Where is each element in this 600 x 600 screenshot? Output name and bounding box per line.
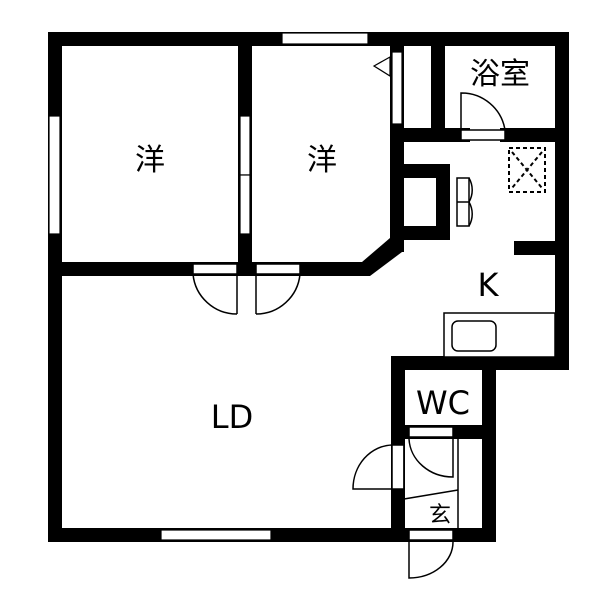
sink-icon [451, 320, 497, 352]
windows [48, 32, 369, 541]
washer-space-icon [508, 147, 546, 193]
room-label-western-1: 洋 [135, 143, 165, 178]
room-label-western-2: 洋 [307, 143, 337, 178]
room-label-bathroom: 浴室 [470, 57, 530, 92]
room-label-kitchen: K [478, 266, 500, 304]
entrance-step [403, 439, 459, 528]
room-label-entrance: 玄 [429, 503, 451, 528]
kitchen-counter [443, 312, 556, 358]
room-label-toilet: WC [416, 384, 470, 422]
room-label-living-dining: LD [211, 398, 253, 436]
closet-door [372, 51, 403, 125]
doors [192, 92, 506, 579]
